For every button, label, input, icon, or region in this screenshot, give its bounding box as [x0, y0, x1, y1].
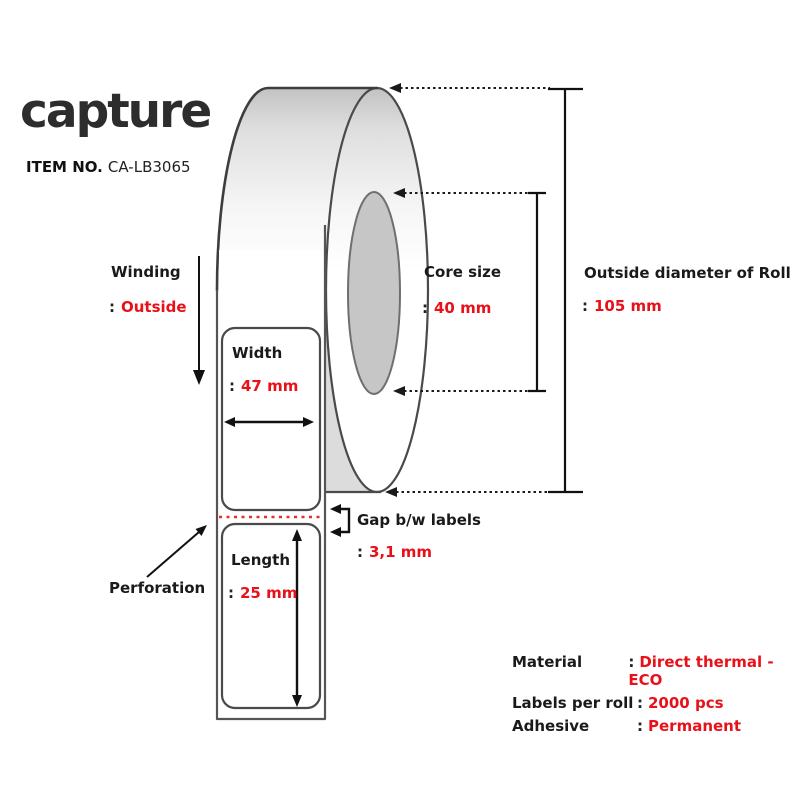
- spec-list: Material :Direct thermal - ECO Labels pe…: [512, 653, 800, 740]
- bottom-diameter-arrow-icon: [385, 487, 550, 497]
- gap-value: :3,1 mm: [357, 543, 433, 561]
- gap-label: Gap b/w labels: [357, 511, 481, 529]
- width-label-box: [220, 326, 322, 512]
- web-wedge: [325, 292, 377, 492]
- width-label: Width: [232, 344, 283, 362]
- colon: :: [628, 653, 635, 671]
- item-no: ITEM NO.CA-LB3065: [26, 158, 191, 176]
- length-label: Length: [231, 551, 290, 569]
- gap-bracket-icon: [330, 504, 351, 537]
- spec-row-adhesive: Adhesive :Permanent: [512, 717, 800, 735]
- colon: :: [637, 717, 643, 735]
- brand-logo: capture: [20, 84, 212, 139]
- roll-outline: [215, 86, 379, 292]
- spec-value: :Permanent: [637, 717, 742, 735]
- core-bottom-arrow-icon: [393, 386, 528, 396]
- core-size-label: Core size: [424, 263, 502, 281]
- perforation-arrow-icon: [146, 525, 207, 578]
- width-value: :47 mm: [229, 377, 299, 395]
- colon: :: [422, 299, 428, 317]
- colon: :: [582, 297, 588, 315]
- spec-row-material: Material :Direct thermal - ECO: [512, 653, 800, 689]
- perforation-label: Perforation: [109, 579, 206, 597]
- winding-arrow-icon: [193, 256, 205, 385]
- width-arrow-icon: [224, 417, 314, 427]
- colon: :: [637, 694, 643, 712]
- core-measure-line: [528, 191, 546, 393]
- colon: :: [109, 298, 115, 316]
- outside-diameter-measure-line: [548, 87, 583, 494]
- item-no-value: CA-LB3065: [107, 158, 191, 176]
- colon: :: [228, 584, 234, 602]
- top-diameter-arrow-icon: [389, 83, 550, 93]
- spec-row-labels-per-roll: Labels per roll :2000 pcs: [512, 694, 800, 712]
- length-value: :25 mm: [228, 584, 298, 602]
- outside-diameter-label: Outside diameter of Roll: [584, 264, 791, 282]
- spec-value: :2000 pcs: [637, 694, 724, 712]
- winding-value: :Outside: [109, 298, 187, 316]
- winding-label: Winding: [111, 263, 181, 281]
- item-no-label: ITEM NO.: [26, 158, 103, 176]
- core-size-value: :40 mm: [422, 299, 492, 317]
- spec-label: Adhesive: [512, 717, 590, 735]
- core-ellipse: [347, 191, 401, 395]
- colon: :: [357, 543, 363, 561]
- outside-diameter-value: :105 mm: [582, 297, 662, 315]
- spec-label: Material: [512, 653, 583, 671]
- spec-value: :Direct thermal - ECO: [628, 653, 774, 689]
- length-arrow-icon: [292, 529, 302, 707]
- core-top-arrow-icon: [393, 188, 528, 198]
- strip-borders: [215, 225, 327, 721]
- label-strip: [215, 225, 327, 721]
- length-label-box: [220, 522, 322, 710]
- spec-label: Labels per roll: [512, 694, 634, 712]
- colon: :: [229, 377, 235, 395]
